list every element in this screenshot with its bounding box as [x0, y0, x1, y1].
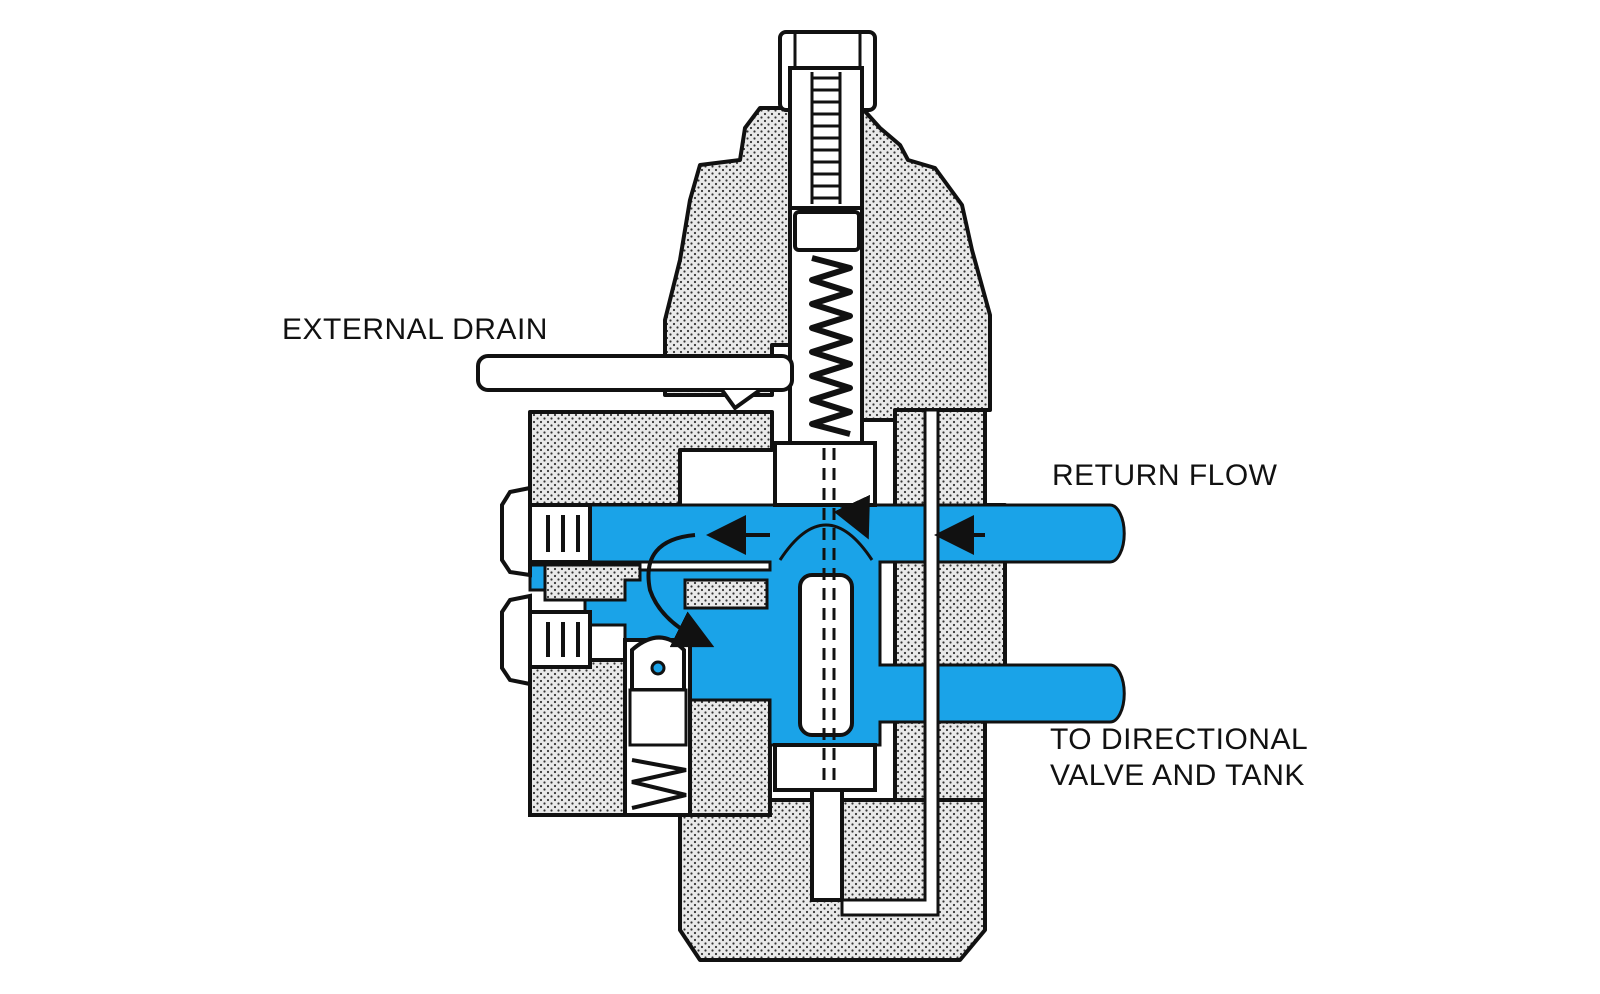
left-plug-lower — [500, 593, 592, 687]
return-flow-label: RETURN FLOW — [1052, 459, 1278, 492]
screw-threads — [810, 72, 842, 204]
poppet-orifice — [650, 660, 666, 676]
spring — [809, 255, 853, 437]
spool-stem — [798, 573, 854, 737]
main-valve-housing — [528, 410, 774, 507]
check-valve-spring — [631, 758, 687, 810]
return-flow-arrow-curve — [646, 533, 715, 648]
spool-arrow — [833, 494, 870, 540]
spring-seat — [793, 210, 861, 252]
left-plug-upper — [500, 485, 592, 578]
to-directional-label-line2: VALVE AND TANK — [1050, 759, 1305, 792]
drain-passage — [840, 408, 940, 917]
right-housing-wall — [893, 408, 1007, 812]
external-drain-pipe — [476, 354, 794, 392]
external-drain-label: EXTERNAL DRAIN — [282, 313, 548, 346]
lower-housing — [528, 658, 627, 817]
to-directional-label-line1: TO DIRECTIONAL — [1050, 723, 1309, 756]
pilot-stem — [810, 788, 844, 902]
passage-rib-left — [543, 563, 642, 602]
passage-rib — [683, 578, 769, 610]
flow-arrows — [646, 494, 985, 648]
